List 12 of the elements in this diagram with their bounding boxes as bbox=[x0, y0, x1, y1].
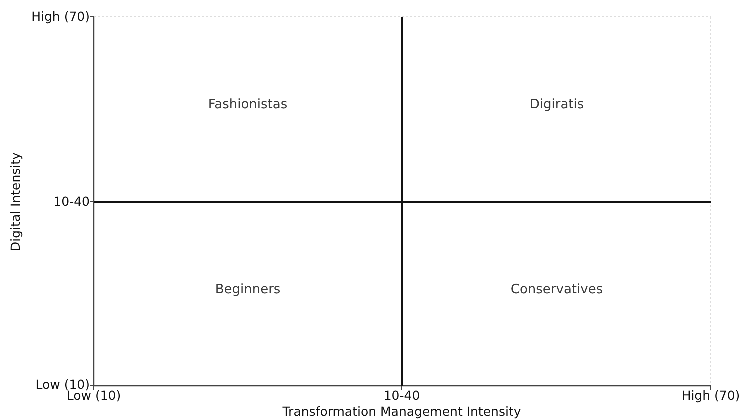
tick-label: Low (10) bbox=[66, 390, 122, 402]
quadrant-label: Conservatives bbox=[510, 284, 604, 296]
quadrant-label: Digiratis bbox=[530, 98, 584, 112]
quadrant-label: Beginners bbox=[215, 284, 281, 296]
axis-title: Digital Intensity bbox=[10, 152, 22, 252]
tick-label: Low (10) bbox=[36, 378, 90, 392]
tick-label: 10-40 bbox=[54, 196, 90, 208]
tick-label: High (70) bbox=[32, 10, 90, 24]
tick-label: 10-40 bbox=[384, 390, 420, 402]
tick-label: High (70) bbox=[682, 390, 740, 402]
axis-title: Transformation Management Intensity bbox=[282, 406, 522, 418]
quadrant-label: Fashionistas bbox=[208, 98, 288, 112]
